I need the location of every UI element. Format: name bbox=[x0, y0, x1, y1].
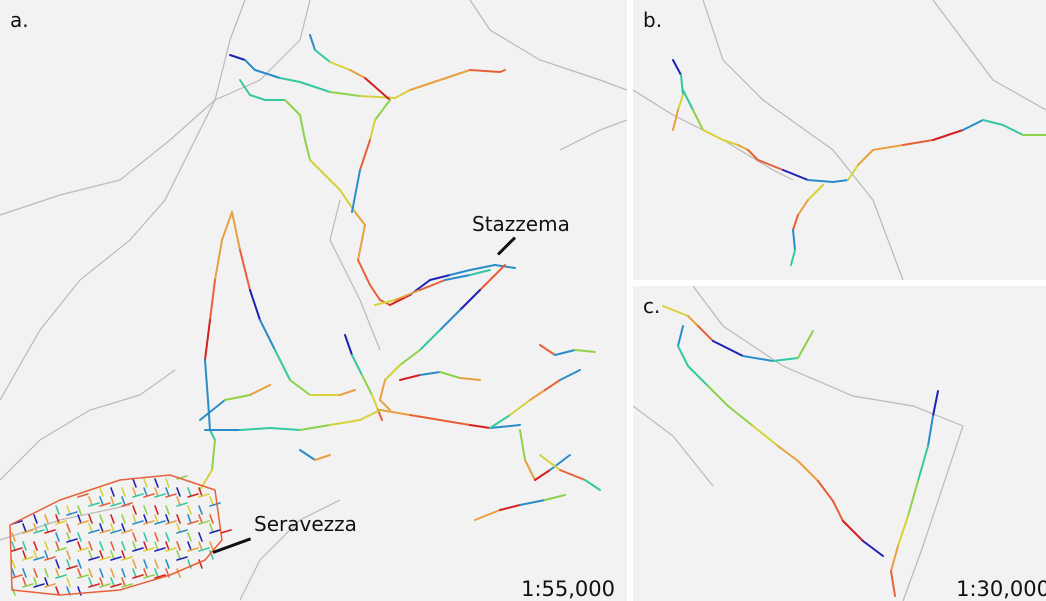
map-panel-c[interactable]: c. 1:30,000 bbox=[633, 286, 1046, 601]
route-c-1 bbox=[662, 305, 814, 362]
scale-label-a: 1:55,000 bbox=[521, 577, 615, 601]
route-a-17 bbox=[199, 384, 271, 421]
route-b-2 bbox=[682, 89, 849, 183]
route-a-12 bbox=[519, 429, 571, 481]
route-b-3 bbox=[847, 119, 1046, 181]
route-a-9 bbox=[344, 334, 383, 421]
stazzema-label: Stazzema bbox=[472, 212, 570, 236]
boundaries-c bbox=[633, 286, 964, 601]
boundaries-b bbox=[633, 0, 1046, 280]
map-panel-a[interactable]: a. Stazzema Seravezza 1:55,000 bbox=[0, 0, 627, 601]
boundaries-a bbox=[0, 0, 627, 601]
route-a-8 bbox=[379, 264, 506, 411]
route-a-5 bbox=[374, 269, 491, 306]
route-b-4 bbox=[790, 184, 824, 266]
route-a-1 bbox=[229, 54, 506, 99]
routes-a bbox=[9, 34, 601, 596]
scale-label-c: 1:30,000 bbox=[956, 577, 1046, 601]
route-a-7 bbox=[231, 211, 356, 396]
route-a-3 bbox=[239, 79, 516, 306]
route-a-13 bbox=[539, 454, 601, 491]
route-a-2 bbox=[309, 34, 391, 101]
route-a-15 bbox=[539, 344, 596, 356]
map-c-canvas bbox=[633, 286, 964, 601]
seravezza-street-network bbox=[9, 474, 232, 596]
route-c-3 bbox=[890, 390, 939, 597]
route-a-10 bbox=[204, 409, 521, 431]
routes-b bbox=[672, 59, 1046, 266]
route-c-2 bbox=[677, 325, 884, 557]
seravezza-label: Seravezza bbox=[254, 512, 357, 536]
route-a-6 bbox=[199, 211, 233, 491]
route-a-11 bbox=[489, 369, 581, 429]
map-b-canvas bbox=[633, 0, 1046, 280]
route-a-4 bbox=[351, 99, 391, 213]
route-a-16 bbox=[399, 371, 481, 381]
route-a-18 bbox=[299, 449, 331, 461]
routes-c bbox=[662, 305, 939, 597]
map-a-canvas bbox=[0, 0, 627, 601]
route-a-14 bbox=[474, 494, 566, 521]
map-panel-b[interactable]: b. bbox=[633, 0, 1046, 280]
panel-c-label: c. bbox=[643, 294, 661, 318]
panel-b-label: b. bbox=[643, 8, 663, 32]
route-b-1 bbox=[672, 59, 684, 131]
panel-a-label: a. bbox=[10, 8, 29, 32]
